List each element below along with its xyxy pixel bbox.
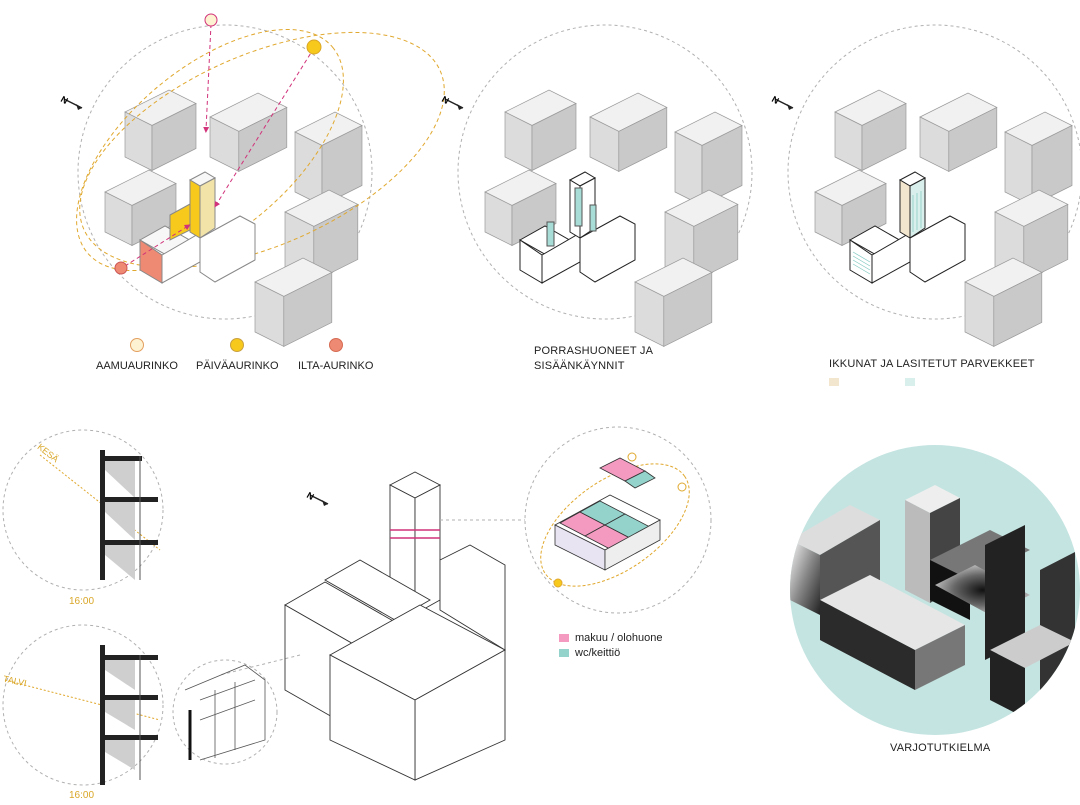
shadow-study-label: VARJOTUTKIELMA: [890, 742, 991, 754]
evening-sun-swatch-icon: [328, 338, 343, 352]
unit-detail-circle: [524, 426, 712, 614]
north-arrow-icon: N: [305, 490, 329, 506]
morning-sun-ray: [203, 23, 212, 133]
block-side-right: [948, 106, 998, 172]
midday-sun-legend: PÄIVÄAURINKO: [196, 338, 279, 372]
facade-detail: [184, 664, 266, 761]
svg-text:N: N: [59, 94, 70, 106]
block-side-right: [531, 102, 577, 172]
stairs-label-line-1: PORRASHUONEET JA: [534, 345, 654, 357]
midday-sun-ray: [214, 47, 315, 208]
block-side-right: [511, 182, 557, 247]
block-side-right: [663, 271, 713, 347]
winter-section-detail: [2, 624, 164, 786]
svg-text:N: N: [440, 94, 451, 106]
svg-text:N: N: [305, 490, 316, 502]
sun-path-outer: [79, 31, 445, 269]
unit-sun-midday-icon: [677, 482, 687, 492]
block-side-right: [701, 124, 743, 207]
living-room-label: makuu / olohuone: [575, 632, 663, 644]
living-room-swatch: [559, 634, 569, 642]
evening-sun-label: ILTA-AURINKO: [298, 360, 374, 372]
stairs-label: PORRASHUONEET JA SISÄÄNKÄYNNIT: [534, 344, 653, 374]
morning-sun-icon: [204, 13, 218, 27]
block-side-right: [618, 106, 668, 172]
windows-building: [848, 171, 966, 284]
stairs-panel-buildings: [484, 89, 743, 347]
stairs-panel-circle: [457, 24, 753, 320]
stair-core-3: [589, 204, 597, 232]
svg-text:N: N: [770, 94, 781, 106]
sun-panel-buildings: [104, 89, 363, 347]
morning-sun-legend: AAMUAURINKO: [96, 338, 178, 372]
block-side-right: [993, 271, 1043, 347]
midday-sun-swatch-icon: [230, 338, 245, 352]
block-side-right: [238, 106, 288, 172]
stairs-panel: N: [440, 24, 753, 347]
facade-detail-circle: [172, 659, 278, 765]
windows-label: IKKUNAT JA LASITETUT PARVEKKEET: [829, 358, 1035, 370]
north-arrow-icon: N: [770, 94, 794, 110]
winter-time-label: 16:00: [69, 790, 95, 801]
block-side-right: [283, 271, 333, 347]
winter-detail-circle: [2, 624, 164, 786]
block-side-right: [151, 102, 197, 172]
building-axonometry: [284, 471, 506, 781]
north-arrow-icon: N: [59, 94, 83, 110]
block-side-right: [861, 102, 907, 172]
sun-panel-circle: [77, 24, 373, 320]
analysed-building: [138, 171, 256, 284]
stairs-building: [518, 171, 636, 284]
stairs-label-line-2: SISÄÄNKÄYNNIT: [534, 360, 625, 372]
evening-sun-legend: ILTA-AURINKO: [298, 338, 373, 372]
stair-core-1: [546, 221, 555, 247]
wc-kitchen-swatch: [559, 649, 569, 657]
midday-sun-label: PÄIVÄAURINKO: [196, 360, 279, 372]
block-side-right: [1031, 124, 1073, 207]
unit-sun-path: [540, 463, 690, 587]
sun-path-inner: [76, 28, 344, 272]
stair-core-2: [574, 187, 583, 227]
wc-kitchen-legend: wc/keittiö: [559, 647, 620, 659]
shadow-study: [790, 445, 1080, 735]
unit-sun-evening-icon: [553, 578, 563, 588]
north-arrow-icon: N: [440, 94, 464, 110]
morning-sun-label: AAMUAURINKO: [96, 360, 178, 372]
windows-panel-circle: [787, 24, 1080, 320]
evening-sun-ray: [124, 224, 191, 267]
morning-sun-swatch-icon: [129, 338, 144, 352]
living-room-legend: makuu / olohuone: [559, 632, 662, 644]
midday-sun-icon: [306, 39, 322, 55]
wc-kitchen-label: wc/keittiö: [575, 647, 621, 659]
sun-analysis-panel: N: [59, 13, 445, 347]
unit-plan: [554, 457, 661, 571]
block-side-right: [841, 182, 887, 247]
unit-sun-morning-icon: [627, 452, 637, 462]
windows-panel-buildings: [814, 89, 1073, 347]
glazed-balcony-swatch: [905, 378, 915, 386]
window-swatch: [829, 378, 839, 386]
windows-panel: N: [770, 24, 1080, 347]
summer-detail-circle: [2, 429, 164, 591]
evening-sun-icon: [114, 261, 128, 275]
summer-section-detail: [2, 429, 164, 591]
block-side-right: [321, 124, 363, 207]
summer-time-label: 16:00: [69, 596, 95, 607]
